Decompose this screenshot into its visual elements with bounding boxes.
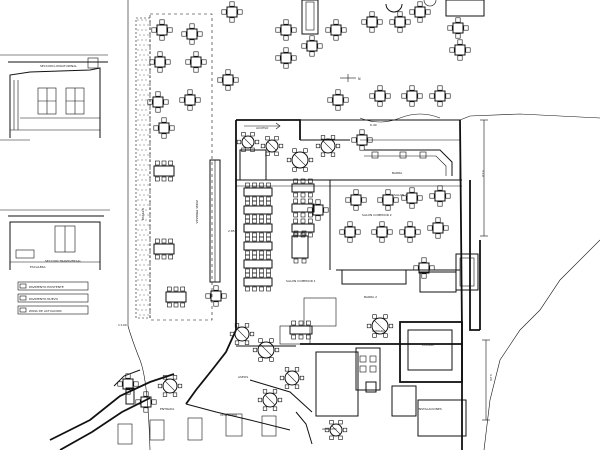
table-group bbox=[301, 35, 323, 57]
table-group bbox=[135, 391, 157, 413]
table-group bbox=[147, 91, 169, 113]
table-group bbox=[179, 89, 201, 111]
table-group bbox=[339, 221, 361, 243]
table-group bbox=[401, 85, 423, 107]
dining-tables bbox=[117, 1, 471, 440]
legend-1: PAVIMENTO EXISTENTE bbox=[29, 285, 64, 289]
table-group bbox=[377, 189, 399, 211]
north-arrow: N bbox=[358, 77, 361, 81]
legend-2: PAVIMENTO NUEVO bbox=[29, 297, 59, 301]
table-group bbox=[327, 89, 349, 111]
long-table bbox=[153, 238, 175, 260]
table-group bbox=[153, 117, 175, 139]
table-group bbox=[371, 221, 393, 243]
round-table bbox=[279, 367, 305, 389]
table-group bbox=[275, 47, 297, 69]
dim-1-label: 3.10 bbox=[481, 170, 485, 177]
table-group bbox=[399, 221, 421, 243]
camara-label: CAMARA bbox=[372, 329, 386, 333]
round-table bbox=[315, 135, 341, 157]
cocina-label: COCINA bbox=[422, 343, 435, 347]
table-group bbox=[117, 373, 139, 395]
table-group bbox=[429, 185, 451, 207]
table-group bbox=[149, 51, 171, 73]
long-table bbox=[291, 198, 315, 218]
salon-1-label: SALON COMEDOR 1 bbox=[286, 279, 316, 283]
section-b-label: SECCION TRANSVERSAL bbox=[45, 259, 81, 263]
round-table bbox=[324, 420, 348, 440]
round-table bbox=[157, 375, 183, 397]
main-building: N bbox=[49, 0, 600, 450]
pasillo-label: PASILLO bbox=[141, 207, 145, 220]
table-group bbox=[181, 23, 203, 45]
vestuario-label: VESTUARIO bbox=[220, 413, 238, 417]
round-table bbox=[366, 314, 394, 338]
table-group bbox=[205, 285, 227, 307]
table-group bbox=[401, 187, 423, 209]
table-group bbox=[275, 19, 297, 41]
dim-4-label: 6.40 bbox=[370, 123, 377, 127]
acceso-label: ACCESO bbox=[256, 126, 269, 130]
section-a-label: SECCION LONGITUDINAL bbox=[40, 64, 77, 68]
aseos-label: ASEOS bbox=[238, 375, 248, 379]
long-table bbox=[291, 230, 309, 264]
instalaciones-label: INSTALACIONES bbox=[418, 407, 442, 411]
legend-3: ZONA DE ACTUACION bbox=[29, 309, 62, 313]
round-table bbox=[286, 148, 314, 172]
long-table bbox=[291, 178, 315, 198]
hatch-strip bbox=[137, 19, 149, 316]
round-table bbox=[260, 136, 284, 156]
terrace-label: ZONA TERRAZA bbox=[195, 200, 199, 225]
table-group bbox=[409, 1, 431, 23]
almacen-label: ALMACEN bbox=[322, 427, 337, 431]
long-table bbox=[153, 160, 175, 182]
long-table bbox=[291, 218, 315, 238]
table-group bbox=[325, 19, 347, 41]
salon-2-label: SALON COMEDOR 2 bbox=[362, 213, 392, 217]
table-group bbox=[389, 11, 411, 33]
table-group bbox=[413, 257, 435, 279]
table-group bbox=[447, 17, 469, 39]
table-group bbox=[151, 19, 173, 41]
table-group bbox=[361, 11, 383, 33]
table-group bbox=[369, 85, 391, 107]
long-table bbox=[243, 254, 273, 274]
table-group bbox=[427, 217, 449, 239]
salon-3-label: SALON 3 bbox=[394, 193, 407, 197]
round-table bbox=[252, 338, 280, 362]
table-group bbox=[221, 1, 243, 23]
room-labels: ACCESO ZONA TERRAZA PASILLO SALON COMEDO… bbox=[30, 123, 493, 431]
table-group bbox=[449, 39, 471, 61]
legend: PAVIMENTO EXISTENTE PAVIMENTO NUEVO ZONA… bbox=[17, 281, 89, 315]
table-group bbox=[217, 69, 239, 91]
terrace-boundary: 1:100 bbox=[118, 0, 213, 450]
table-group bbox=[185, 51, 207, 73]
barra-label: BARRA bbox=[392, 171, 403, 175]
round-table bbox=[236, 132, 260, 152]
table-group bbox=[307, 199, 329, 221]
dim-2-label: 4.20 bbox=[489, 374, 493, 381]
section-drawing-top: SECCION LONGITUDINAL bbox=[0, 54, 108, 141]
table-group bbox=[429, 85, 451, 107]
long-table bbox=[243, 200, 273, 220]
long-table bbox=[289, 320, 313, 340]
long-table bbox=[243, 272, 273, 292]
dim-3-label: 2.85 bbox=[228, 229, 235, 233]
long-table bbox=[243, 218, 273, 238]
barra-2-label: BARRA 2 bbox=[364, 295, 377, 299]
table-group bbox=[345, 189, 367, 211]
north-label: 1:100 bbox=[118, 323, 127, 327]
long-table bbox=[165, 286, 187, 308]
section-drawing-bottom: SECCION TRANSVERSAL bbox=[0, 209, 110, 270]
round-table bbox=[257, 389, 283, 411]
escalera-label: ESCALERA bbox=[30, 265, 46, 269]
entrada-label: ENTRADA bbox=[160, 407, 175, 411]
long-table bbox=[243, 236, 273, 256]
